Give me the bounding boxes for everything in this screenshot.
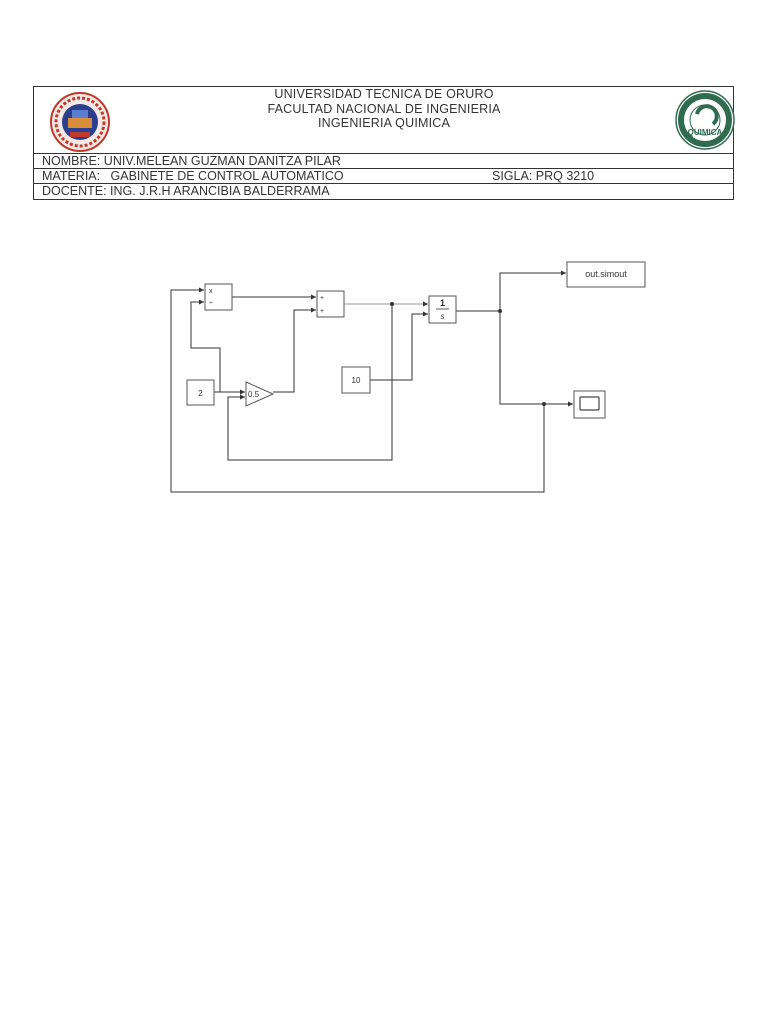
wire-const10-to-integrator bbox=[370, 311, 428, 381]
to-workspace-block[interactable]: out.simout bbox=[566, 261, 646, 288]
to-workspace-label: out.simout bbox=[585, 269, 627, 279]
constant-2-block[interactable]: 2 bbox=[186, 379, 215, 406]
chemistry-logo-icon: QUIMICA bbox=[675, 90, 735, 150]
constant-10-block[interactable]: 10 bbox=[341, 366, 371, 394]
branch-point bbox=[498, 309, 502, 313]
right-logo-text: QUIMICA bbox=[688, 128, 723, 137]
wire-to-workspace bbox=[499, 270, 566, 311]
scope-icon bbox=[579, 396, 600, 411]
scope-block[interactable] bbox=[573, 390, 606, 419]
row-docente: DOCENTE: ING. J.R.H ARANCIBIA BALDERRAMA bbox=[34, 183, 733, 200]
wire-const2-to-product bbox=[190, 299, 221, 393]
title-line-program: INGENIERIA QUIMICA bbox=[317, 116, 451, 130]
materia-text: MATERIA: GABINETE DE CONTROL AUTOMATICO bbox=[42, 169, 344, 183]
docente-text: DOCENTE: ING. J.R.H ARANCIBIA BALDERRAMA bbox=[42, 184, 330, 198]
sum-input-1-label: + bbox=[320, 295, 324, 302]
constant-10-value: 10 bbox=[352, 376, 361, 385]
institution-title: UNIVERSIDAD TECNICA DE ORURO FACULTAD NA… bbox=[184, 87, 584, 131]
wire-branch-to-gain-loop bbox=[227, 304, 393, 461]
header-title-area: UNIVERSIDAD TECNICA DE ORURO FACULTAD NA… bbox=[34, 87, 735, 153]
row-materia: MATERIA: GABINETE DE CONTROL AUTOMATICO … bbox=[34, 168, 733, 183]
constant-2-value: 2 bbox=[198, 389, 203, 398]
wire-feedback-to-product-top bbox=[170, 287, 545, 493]
wire-to-scope bbox=[499, 311, 573, 407]
university-seal-icon bbox=[50, 92, 110, 152]
gain-value: 0.5 bbox=[248, 390, 260, 399]
integrator-denominator: s bbox=[441, 312, 445, 321]
sum-input-2-label: + bbox=[320, 308, 324, 315]
branch-point bbox=[390, 302, 394, 306]
gain-block[interactable]: 0.5 bbox=[245, 381, 275, 407]
sum-block[interactable]: + + bbox=[316, 290, 345, 318]
product-input-1-label: x bbox=[209, 288, 213, 295]
title-line-university: UNIVERSIDAD TECNICA DE ORURO bbox=[274, 87, 494, 101]
nombre-text: NOMBRE: UNIV.MELEAN GUZMAN DANITZA PILAR bbox=[42, 154, 341, 168]
signal-lines bbox=[170, 270, 573, 493]
sigla-text: SIGLA: PRQ 3210 bbox=[492, 169, 595, 183]
header-table: UNIVERSIDAD TECNICA DE ORURO FACULTAD NA… bbox=[33, 86, 735, 200]
integrator-block[interactable]: 1 s bbox=[428, 295, 457, 324]
row-nombre: NOMBRE: UNIV.MELEAN GUZMAN DANITZA PILAR bbox=[34, 153, 733, 168]
branch-point bbox=[542, 402, 546, 406]
product-block[interactable]: x ÷ bbox=[204, 283, 233, 311]
title-line-faculty: FACULTAD NACIONAL DE INGENIERIA bbox=[267, 101, 501, 116]
wire-gain-to-sum bbox=[273, 307, 316, 393]
product-input-2-label: ÷ bbox=[209, 300, 213, 307]
integrator-numerator: 1 bbox=[440, 298, 445, 308]
